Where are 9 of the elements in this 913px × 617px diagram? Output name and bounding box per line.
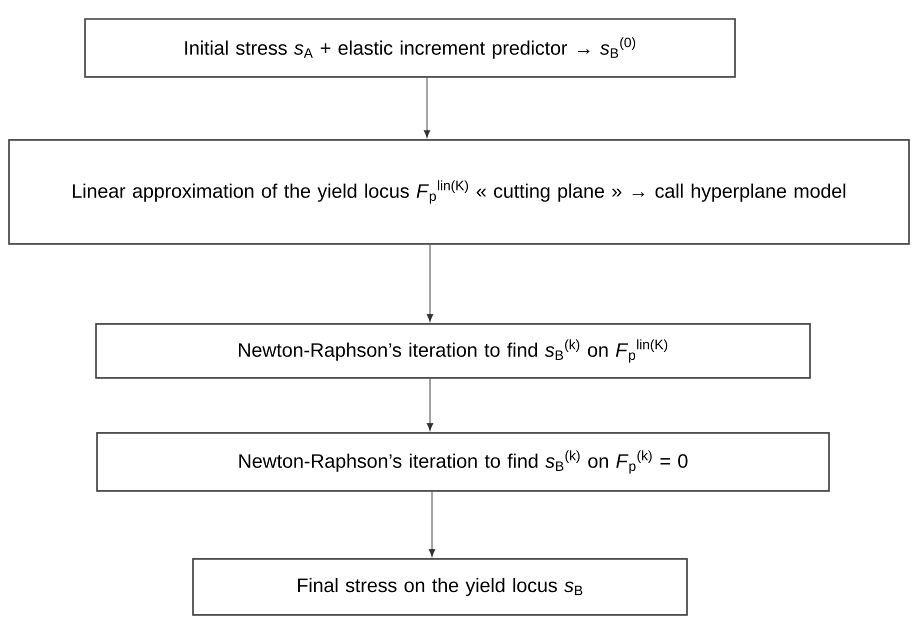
process-box: Linear approximation of the yield locus F$_{p}$$^{lin(K)}$ « cutting plane » → call hyperplane model [8,139,910,245]
process-box: Newton-Raphson’s iteration to find s$_{B}$$^{(k)}$ on F$_{p}$$^{(k)}$ = 0 [96,432,830,492]
arrow [426,378,434,431]
process-box: Newton-Raphson’s iteration to find s$_{B}$$^{(k)}$ on F$_{p}$lin(K) [95,323,811,379]
process-box: Final stress on the yield locus s$_{B}$ [192,558,688,616]
arrow [428,491,436,557]
arrow [424,77,430,138]
arrow [426,244,434,322]
process-box: Initial stress s$_{A}$ + elastic increment predictor → s$_{B}$(0) [84,18,736,78]
